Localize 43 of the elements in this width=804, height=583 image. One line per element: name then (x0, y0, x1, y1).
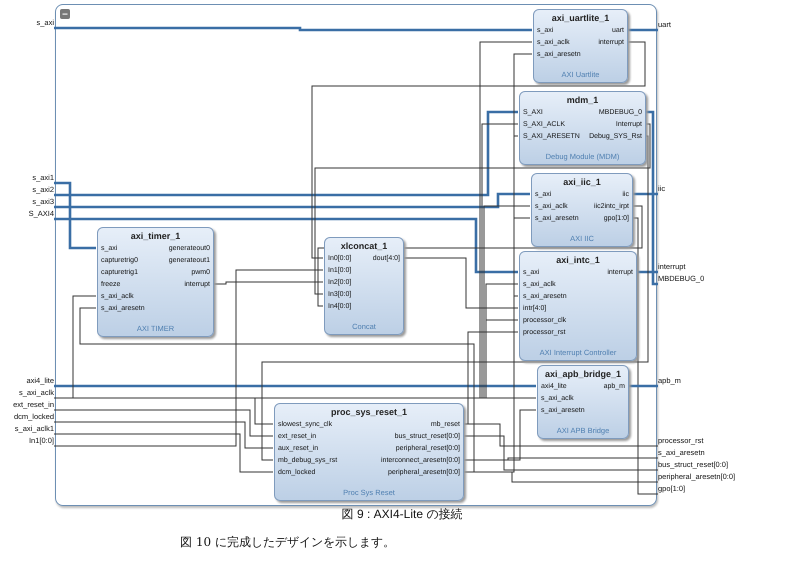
wire (462, 436, 658, 470)
bus-wire (632, 192, 658, 196)
wire (402, 258, 518, 308)
block-title: axi_timer_1 (130, 231, 182, 241)
wire (632, 218, 658, 494)
ip-block (531, 173, 633, 247)
ip-block (533, 9, 628, 83)
wire (462, 424, 658, 446)
body-text: 図 10 に完成したデザインを示します。 (180, 534, 395, 551)
ip-block (97, 227, 214, 337)
block-title: mdm_1 (566, 95, 600, 105)
ip-block (519, 91, 646, 165)
bus-wire (636, 270, 658, 274)
figure-caption: 図 9 : AXI4-Lite の接続 (340, 506, 464, 523)
block-title: xlconcat_1 (340, 241, 388, 251)
bus-wire (627, 28, 658, 32)
bus-wire (54, 182, 96, 250)
wire (312, 42, 646, 258)
wire (54, 270, 324, 446)
wire (80, 308, 474, 472)
block-title: axi_iic_1 (562, 177, 602, 187)
wire (212, 282, 324, 284)
wire (54, 434, 274, 472)
wire (262, 136, 648, 460)
block-title: axi_intc_1 (555, 255, 601, 265)
block-title: proc_sys_reset_1 (330, 407, 408, 417)
bus-wire (645, 110, 658, 286)
ip-block (519, 251, 637, 361)
wire (54, 422, 274, 448)
bus-wire (628, 384, 658, 388)
wire (54, 410, 274, 436)
ip-block (537, 365, 629, 439)
bus-wire (54, 110, 518, 196)
bus-wire (54, 218, 518, 274)
group-frame (55, 4, 657, 506)
bus-wire (54, 384, 536, 388)
ip-block (324, 237, 404, 335)
bus-wire (54, 192, 530, 208)
block-title: axi_apb_bridge_1 (544, 369, 622, 379)
block-title: axi_uartlite_1 (550, 13, 610, 23)
ip-block (274, 403, 464, 501)
bus-wire (54, 26, 532, 32)
wire (314, 124, 650, 294)
